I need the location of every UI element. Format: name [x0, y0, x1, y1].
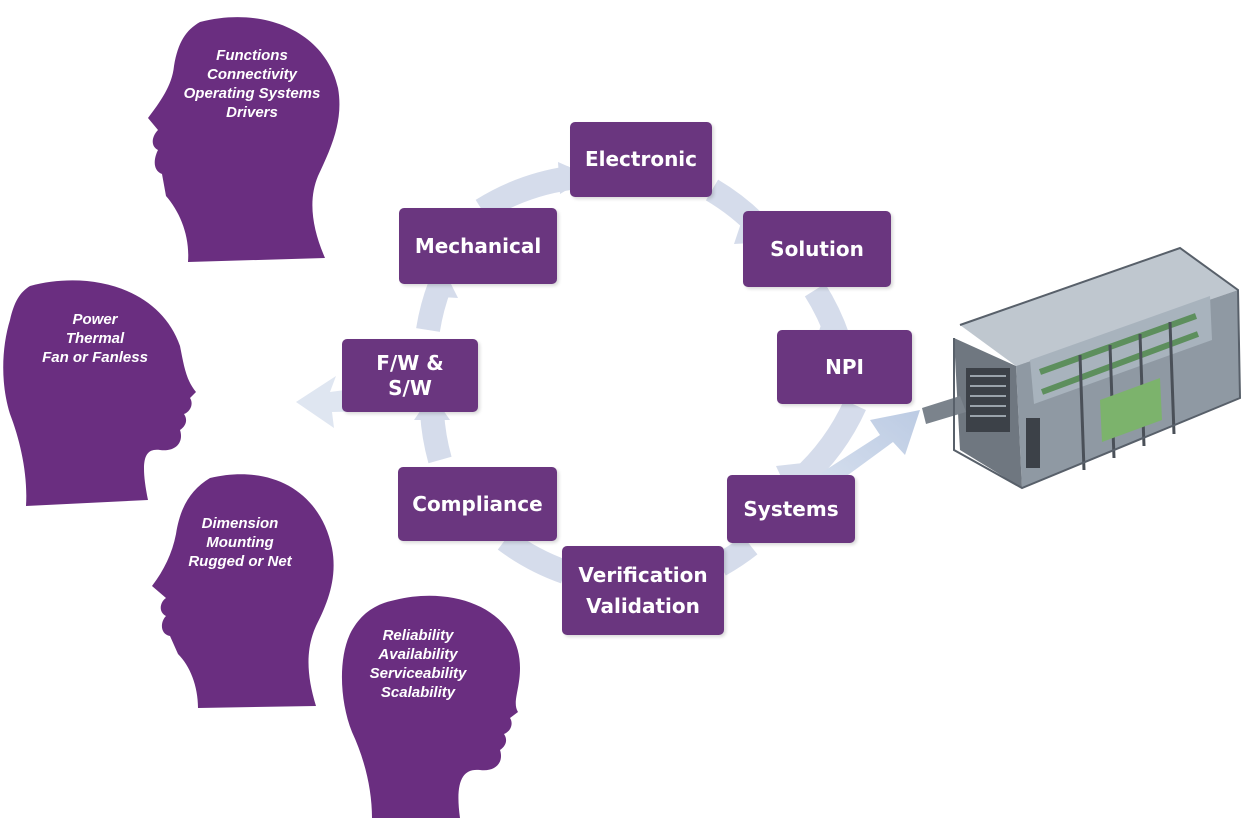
head-text-4: Reliability Availability Serviceability … [356, 626, 480, 702]
step-solution: Solution [743, 211, 891, 287]
head-2-line-3: Fan or Fanless [42, 349, 148, 366]
head-4-line-2: Availability [378, 646, 458, 663]
step-systems-label: Systems [743, 496, 839, 521]
head-1-line-1: Functions [216, 47, 288, 64]
head-1-line-2: Connectivity [206, 66, 297, 83]
step-solution-label: Solution [770, 236, 864, 261]
step-fw-sw: F/W & S/W [342, 339, 478, 412]
head-4-line-3: Serviceability [369, 665, 467, 682]
head-text-3: Dimension Mounting Rugged or Net [180, 514, 300, 571]
step-compliance: Compliance [398, 467, 557, 541]
step-systems: Systems [727, 475, 855, 543]
head-2-line-2: Thermal [65, 330, 125, 347]
head-4-line-4: Scalability [380, 684, 456, 701]
step-npi: NPI [777, 330, 912, 404]
step-verification-validation: Verification Validation [562, 546, 724, 635]
head-silhouettes [3, 17, 520, 818]
step-compliance-label: Compliance [412, 491, 543, 516]
step-mechanical: Mechanical [399, 208, 557, 284]
head-silhouette-3 [152, 474, 334, 708]
server-chassis-image [922, 246, 1241, 490]
head-silhouette-1 [148, 17, 340, 263]
step-sw-label: S/W [388, 375, 432, 400]
head-1-line-3: Operating Systems [183, 85, 321, 102]
head-2-line-1: Power [72, 311, 118, 328]
head-3-line-3: Rugged or Net [188, 553, 292, 570]
head-3-line-1: Dimension [201, 515, 279, 532]
head-silhouette-2 [3, 280, 196, 506]
step-mechanical-label: Mechanical [414, 233, 542, 258]
step-npi-label: NPI [825, 354, 864, 379]
step-electronic-label: Electronic [584, 147, 698, 171]
head-text-2: Power Thermal Fan or Fanless [30, 310, 160, 367]
head-3-line-2: Mounting [206, 534, 274, 551]
head-4-line-1: Reliability [382, 627, 454, 644]
head-silhouette-4 [341, 595, 520, 818]
step-verification-label: Verification [578, 562, 708, 587]
step-fw-label: F/W & [376, 350, 444, 375]
head-1-line-4: Drivers [226, 104, 278, 121]
step-validation-label: Validation [586, 593, 700, 618]
head-text-1: Functions Connectivity Operating Systems… [166, 46, 338, 122]
step-electronic: Electronic [570, 122, 712, 197]
